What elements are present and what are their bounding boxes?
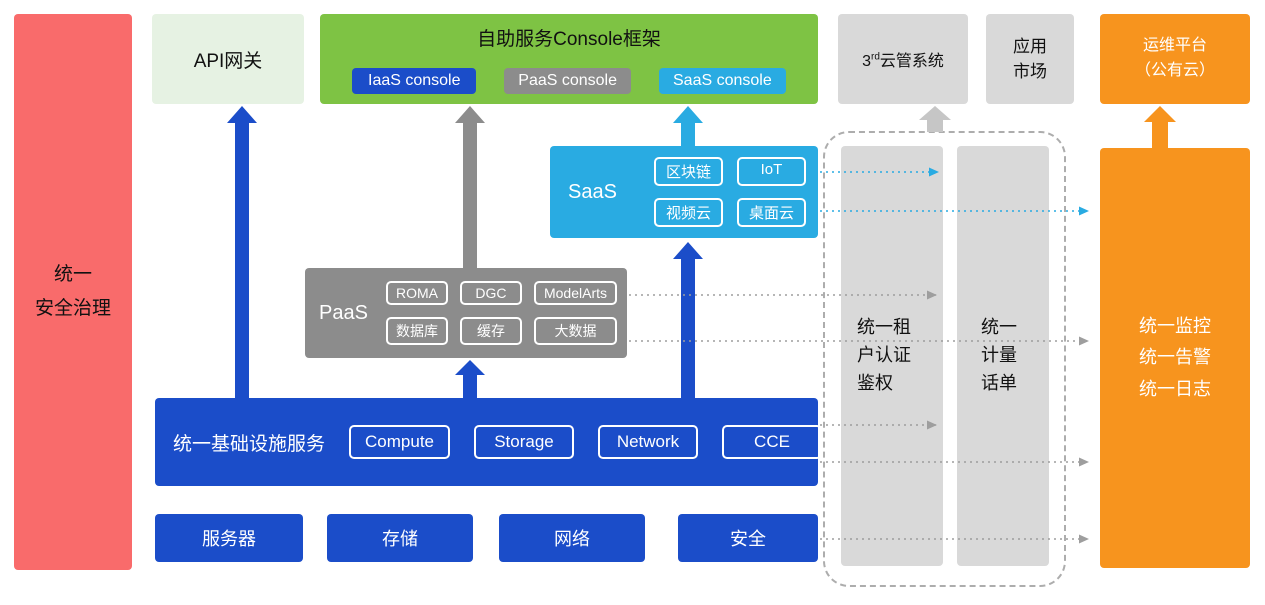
tenant-auth-bar: 统一租 户认证 鉴权 [841,146,943,566]
saas-badge-grid: 区块链 IoT 视频云 桌面云 [653,157,806,227]
console-framework-box: 自助服务Console框架 IaaS console PaaS console … [320,14,818,104]
metering-billing-bar: 统一 计量 话单 [957,146,1049,566]
infra-badge-compute: Compute [349,425,450,459]
paas-badge-database: 数据库 [385,317,448,345]
infra-to-paas-arrow [455,360,485,398]
paas-label: PaaS [319,301,368,324]
saas-box: SaaS 区块链 IoT 视频云 桌面云 [550,146,818,238]
auth-to-third-cloud-arrow [919,106,951,132]
paas-to-console-arrow [455,106,485,268]
monitor-alarm-log-bar: 统一监控 统一告警 统一日志 [1100,148,1250,568]
saas-badge-blockchain: 区块链 [653,157,723,186]
tenant-auth-label: 统一租 户认证 鉴权 [857,317,911,393]
iaas-console-badge: IaaS console [352,68,477,94]
paas-badge-modelarts: ModelArts [533,281,617,305]
api-gateway-label: API网关 [193,50,263,72]
app-market-box: 应用 市场 [986,14,1074,104]
infra-badge-network: Network [598,425,698,459]
paas-console-badge: PaaS console [504,68,631,94]
saas-to-console-arrow [673,106,703,146]
shared-services-dashed-container [823,131,1066,587]
third-party-cloud-mgmt-box: 3rd云管系统 [838,14,968,104]
infra-to-api-gateway-arrow [227,106,257,398]
saas-console-badge: SaaS console [659,68,786,94]
saas-badge-desktop-cloud: 桌面云 [736,198,806,227]
infra-badge-cce: CCE [722,425,822,459]
hardware-label-storage: 存储 [382,529,418,549]
hardware-label-security: 安全 [730,529,766,549]
saas-badge-iot: IoT [736,157,806,186]
monitor-to-om-platform-arrow [1144,106,1176,148]
infra-badge-storage: Storage [474,425,574,459]
third-party-cloud-sup: rd [870,51,880,63]
paas-box: PaaS ROMA DGC ModelArts 数据库 缓存 大数据 [305,268,627,358]
hardware-box-server: 服务器 [155,514,303,562]
infrastructure-label: 统一基础设施服务 [173,433,326,455]
om-platform-label: 运维平台 （公有云） [1134,37,1215,79]
paas-badge-roma: ROMA [385,281,448,305]
metering-billing-label: 统一 计量 话单 [981,317,1017,393]
paas-badge-cache: 缓存 [459,317,522,345]
paas-badge-grid: ROMA DGC ModelArts 数据库 缓存 大数据 [385,281,617,345]
console-framework-title: 自助服务Console框架 [477,29,661,50]
saas-label: SaaS [568,180,617,203]
hardware-box-network: 网络 [499,514,645,562]
infrastructure-badge-row: Compute Storage Network CCE [349,425,822,459]
hardware-label-server: 服务器 [202,529,256,549]
infra-to-saas-arrow [673,242,703,398]
saas-badge-video-cloud: 视频云 [653,198,723,227]
console-badge-row: IaaS console PaaS console SaaS console [320,68,818,94]
api-gateway-box: API网关 [152,14,304,104]
paas-badge-dgc: DGC [459,281,522,305]
security-governance-label: 统一 安全治理 [34,263,111,319]
monitor-alarm-log-label: 统一监控 统一告警 统一日志 [1139,315,1211,399]
third-party-cloud-rest: 云管系统 [879,53,944,70]
third-party-cloud-mgmt-label: 3rd云管系统 [862,47,944,71]
security-governance-bar: 统一 安全治理 [14,14,132,570]
infrastructure-box: 统一基础设施服务 Compute Storage Network CCE [155,398,822,486]
app-market-label: 应用 市场 [1013,36,1047,82]
hardware-label-network: 网络 [554,529,590,549]
third-party-cloud-num: 3 [862,53,871,70]
hardware-box-storage: 存储 [327,514,473,562]
om-platform-box: 运维平台 （公有云） [1100,14,1250,104]
hardware-box-security: 安全 [678,514,818,562]
paas-badge-bigdata: 大数据 [533,317,617,345]
